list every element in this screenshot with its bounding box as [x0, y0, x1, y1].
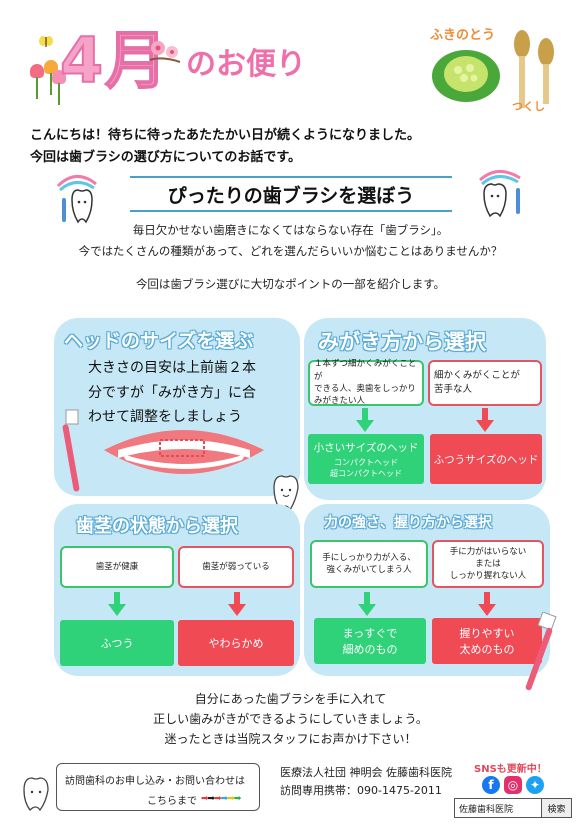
- head-size-line: 大きさの目安は上前歯２本: [88, 360, 256, 376]
- fukinoto-illustration: [428, 42, 504, 104]
- toothbrush-pink-icon: [522, 611, 562, 694]
- color-arrows-icon: ➡➡➡➡➡➡: [201, 794, 241, 804]
- down-arrow-red-icon: [228, 592, 246, 620]
- search-bar[interactable]: 佐藤歯科医院 検索: [454, 798, 572, 818]
- closing-line-3: 迷ったときは当院スタッフにお声かけ下さい！: [164, 732, 417, 746]
- section-desc-2: 今ではたくさんの種類があって、どれを選んだらいいか悩むことはありませんか？: [78, 244, 503, 258]
- section-desc-1: 毎日欠かせない歯磨きになくてはならない存在「歯ブラシ」。: [132, 223, 449, 237]
- closing-line-2: 正しい歯みがきができるようにしていきましょう。: [153, 712, 428, 726]
- brushing-title: みがき方から選択: [318, 330, 486, 354]
- gum-condition-right: 歯茎が弱っている: [178, 546, 294, 588]
- cherry-blossom-icon: [148, 38, 182, 64]
- toothbrush-pink-icon: [56, 408, 86, 494]
- brushing-result-left-sub: コンパクトヘッド: [334, 457, 398, 467]
- grip-result-right-line: 握りやすい: [459, 627, 515, 640]
- brushing-result-right-main: ふつうサイズのヘッド: [433, 453, 539, 466]
- brushing-result-left: 小さいサイズのヘッド コンパクトヘッド 超コンパクトヘッド: [308, 434, 424, 484]
- page-title-suffix: のお便り: [186, 47, 306, 82]
- page-title-month: 4月: [59, 24, 170, 97]
- head-size-line: 分ですが「みがき方」に合: [88, 384, 256, 401]
- down-arrow-green-icon: [108, 592, 126, 620]
- search-button[interactable]: 検索: [541, 799, 571, 817]
- gum-result-left: ふつう: [60, 620, 174, 666]
- grip-result-left-line: まっすぐで: [342, 627, 398, 640]
- gum-result-right: やわらかめ: [178, 620, 294, 666]
- clinic-info: 医療法人社団 神明会 佐藤歯科医院 訪問専用携帯：090-1475-2011: [280, 764, 452, 800]
- head-size-text: 大きさの目安は上前歯２本 分ですが「みがき方」に合 わせて調整をしましょう: [88, 356, 256, 430]
- fukinoto-label: ふきのとう: [430, 28, 496, 43]
- clinic-name: 医療法人社団 神明会 佐藤歯科医院: [280, 766, 452, 779]
- intro-line-1: こんにちは！待ちに待ったあたたかい日が続くようになりました。: [30, 128, 421, 143]
- down-arrow-red-icon: [476, 408, 494, 436]
- tooth-mascot-right: [466, 158, 534, 220]
- gum-result-left-text: ふつう: [100, 637, 134, 650]
- closing-line-1: 自分にあった歯ブラシを手に入れて: [194, 692, 387, 706]
- butterfly-icon: [38, 34, 54, 48]
- contact-line-1: 訪問歯科のお申し込み・お問い合わせは: [65, 776, 245, 787]
- section-heading: ぴったりの歯ブラシを選ぼう: [130, 176, 452, 212]
- contact-line-2: こちらまで: [147, 796, 197, 807]
- grip-title: 力の強さ、握り方から選択: [324, 515, 492, 531]
- brushing-result-right: ふつうサイズのヘッド: [430, 434, 542, 484]
- facebook-icon[interactable]: f: [482, 776, 500, 794]
- search-input[interactable]: 佐藤歯科医院: [459, 804, 514, 815]
- tsukushi-label: つくし: [512, 100, 545, 113]
- mouth-teeth-illustration: [102, 420, 266, 486]
- head-size-line: わせて調整をしましょう: [88, 409, 242, 425]
- head-size-title: ヘッドのサイズを選ぶ: [64, 330, 254, 352]
- down-arrow-green-icon: [356, 408, 374, 436]
- contact-box: 訪問歯科のお申し込み・お問い合わせは こちらまで ➡➡➡➡➡➡: [56, 763, 260, 811]
- brushing-result-left-sub: 超コンパクトヘッド: [330, 468, 402, 478]
- brushing-condition-left: １本ずつ細かくみがくことが できる人、奥歯をしっかり みがきたい人: [308, 359, 424, 406]
- section-title: ぴったりの歯ブラシを選ぼう: [167, 184, 415, 207]
- tooth-mascot-left: [52, 170, 120, 228]
- tulip-decoration: [26, 60, 66, 105]
- brushing-condition-right: 細かくみがくことが 苦手な人: [428, 360, 542, 406]
- instagram-icon[interactable]: ◎: [504, 776, 522, 794]
- twitter-icon[interactable]: ✦: [526, 776, 544, 794]
- tooth-mascot-footer: [22, 774, 58, 814]
- section-desc-3: 今回は歯ブラシ選びに大切なポイントの一部を紹介します。: [135, 277, 446, 291]
- grip-result-left-line: 細めのもの: [342, 643, 398, 656]
- grip-condition-right: 手に力がはいらない または しっかり握れない人: [432, 540, 544, 588]
- grip-result-right-line: 太めのもの: [459, 643, 515, 656]
- gum-result-right-text: やわらかめ: [208, 637, 264, 650]
- gum-condition-left: 歯茎が健康: [60, 546, 174, 588]
- down-arrow-red-icon: [478, 592, 496, 620]
- intro-line-2: 今回は歯ブラシの選び方についてのお話です。: [30, 150, 302, 165]
- tsukushi-illustration: [508, 26, 560, 110]
- grip-result-right: 握りやすい 太めのもの: [432, 618, 542, 664]
- clinic-phone: 訪問専用携帯：090-1475-2011: [280, 784, 442, 798]
- brushing-result-left-main: 小さいサイズのヘッド: [313, 441, 419, 454]
- gum-title: 歯茎の状態から選択: [76, 516, 238, 537]
- sns-label: SNSも更新中！: [474, 764, 547, 775]
- down-arrow-green-icon: [358, 592, 376, 620]
- grip-result-left: まっすぐで 細めのもの: [314, 618, 426, 664]
- grip-condition-left: 手にしっかり力が入る、 強くみがいてしまう人: [310, 540, 428, 588]
